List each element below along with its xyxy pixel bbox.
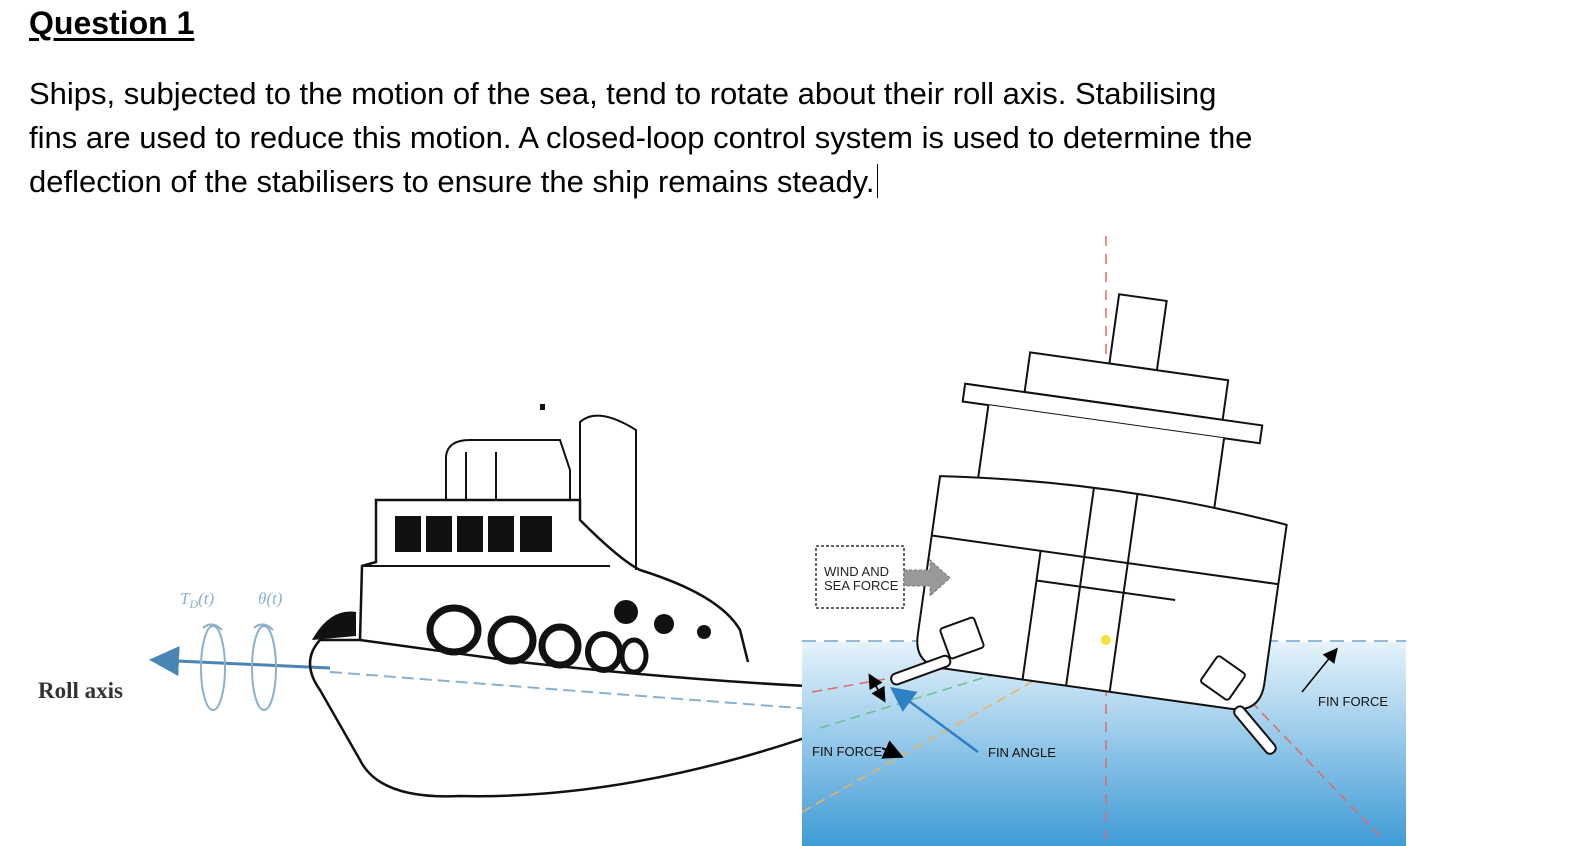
right-stabiliser-fin — [1200, 655, 1277, 755]
hull-deck-line — [931, 534, 1279, 586]
hull-divider-1 — [1065, 487, 1095, 686]
right-fin-blade — [1233, 705, 1277, 755]
tyre-3 — [538, 623, 582, 669]
cabin-window-1 — [395, 516, 421, 552]
roll-axis-label: Roll axis — [38, 678, 123, 703]
paragraph-line-2: fins are used to reduce this motion. A c… — [29, 120, 1253, 155]
mast-tip — [540, 404, 545, 410]
tyre-1 — [426, 604, 482, 656]
left-fin-force-arrow — [889, 687, 979, 754]
right-fin-force-label: FIN FORCE — [1318, 694, 1388, 709]
left-fin-force-pointer — [881, 740, 904, 759]
left-stabiliser-fin — [890, 616, 985, 686]
angle-label: θ(t) — [258, 589, 283, 608]
left-fin-blade — [890, 654, 952, 686]
tyre-fenders — [426, 604, 649, 675]
left-fin-force-label: FIN FORCE — [812, 744, 882, 759]
rotation-symbol-2 — [251, 625, 277, 711]
tyre-4 — [585, 631, 623, 673]
paragraph-line-3-text: deflection of the stabilisers to ensure … — [29, 164, 875, 199]
question-paragraph: Ships, subjected to the motion of the se… — [29, 72, 1449, 204]
paragraph-line-3: deflection of the stabilisers to ensure … — [29, 160, 1449, 204]
rotation-arrow-2 — [253, 623, 274, 631]
rotation-center-dot — [1101, 635, 1111, 645]
rotation-arrow-1 — [202, 623, 223, 631]
boat-hull — [308, 638, 852, 798]
left-boat-diagram: Roll axis TD(t) θ(t) — [38, 404, 853, 798]
tyre-5 — [619, 637, 649, 675]
wheelhouse — [445, 439, 571, 500]
right-ship-diagram: WIND AND SEA FORCE FIN FORCE FIN ANGLE F… — [801, 236, 1406, 846]
right-fin-axis-red — [1239, 689, 1381, 837]
tyre-2 — [487, 615, 537, 665]
porthole-2 — [654, 614, 674, 634]
wind-force-arrow — [903, 558, 951, 598]
paragraph-line-1: Ships, subjected to the motion of the se… — [29, 76, 1217, 111]
left-fin-housing — [939, 616, 985, 660]
rotation-symbol-1 — [200, 625, 226, 711]
hull-divider-2 — [1108, 493, 1139, 692]
right-fin-force-arrow — [1301, 647, 1338, 693]
wind-force-box — [815, 545, 905, 609]
roll-axis-dashed — [329, 671, 851, 713]
roll-axis-arrow — [149, 646, 331, 677]
cabin-window-2 — [426, 516, 452, 552]
cabin-window-5 — [520, 516, 552, 552]
ship-funnel — [1108, 293, 1168, 372]
torque-label: TD(t) — [180, 589, 215, 611]
porthole-1 — [614, 600, 638, 624]
fin-angle-label: FIN ANGLE — [988, 745, 1056, 760]
cabin-window-4 — [488, 516, 514, 552]
cabin-window-3 — [457, 516, 483, 552]
text-cursor — [876, 164, 878, 198]
deck-house — [358, 498, 750, 663]
hull-divider-3 — [1021, 550, 1042, 680]
torque-argument: (t) — [198, 589, 214, 608]
bow-bumper — [312, 611, 356, 640]
hull-middle-line — [1036, 579, 1176, 601]
question-heading: Question 1 — [29, 5, 195, 41]
torque-symbol: T — [180, 589, 191, 608]
torque-subscript: D — [188, 597, 198, 611]
right-fin-housing — [1200, 655, 1246, 701]
funnel — [579, 414, 637, 570]
wind-force-label-line2: SEA FORCE — [824, 578, 899, 593]
fin-offset-arrow-back — [868, 673, 885, 701]
porthole-3 — [697, 625, 711, 639]
wind-force-label-line1: WIND AND — [824, 564, 889, 579]
